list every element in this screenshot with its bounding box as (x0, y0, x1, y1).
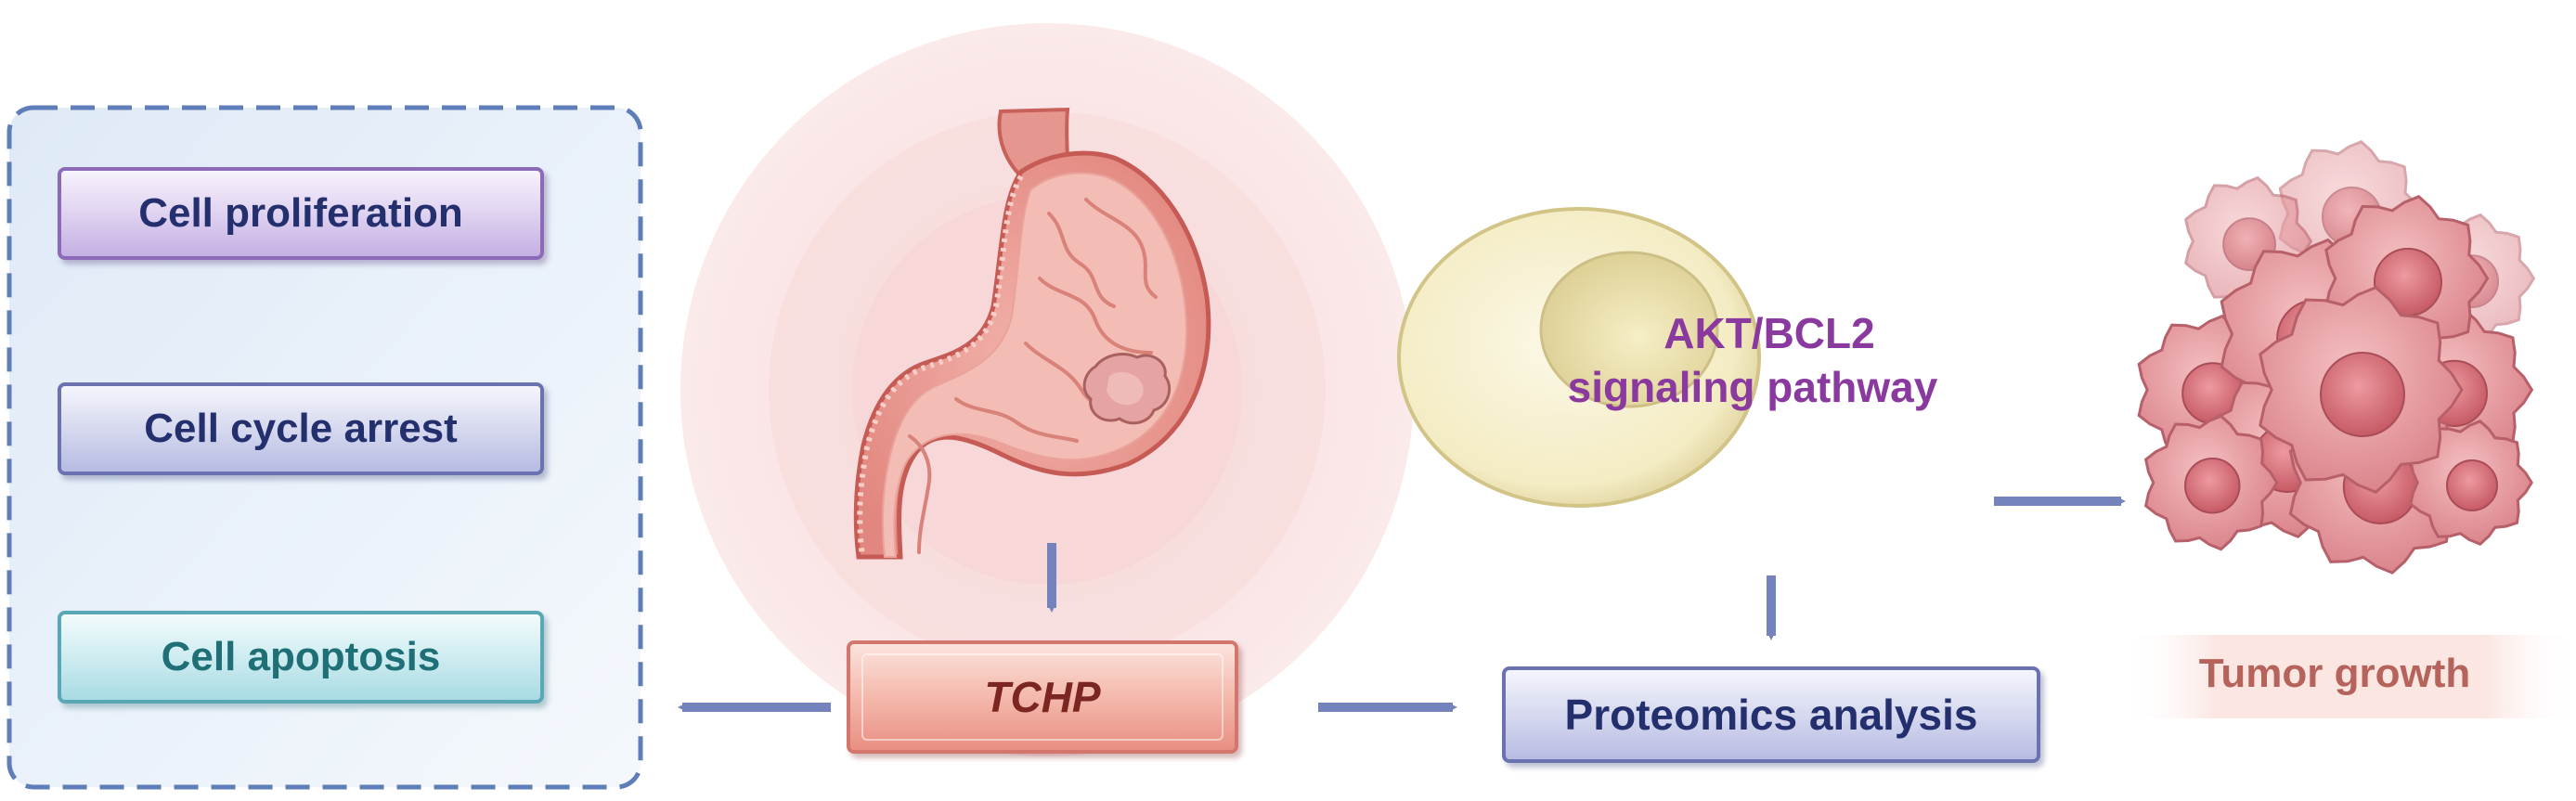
tchp-box: TCHP (847, 640, 1238, 754)
pathway-line1: AKT/BCL2 (1663, 309, 1874, 357)
tumor-growth-label: Tumor growth (2199, 651, 2470, 696)
effect-label-cell-cycle-arrest: Cell cycle arrest (144, 406, 458, 451)
tumor-cell-nucleus-11 (2320, 352, 2405, 437)
arrows (678, 497, 2126, 712)
effect-label-cell-proliferation: Cell proliferation (138, 190, 463, 236)
effect-box-cell-apoptosis: Cell apoptosis (58, 611, 544, 704)
proteomics-box: Proteomics analysis (1502, 666, 2040, 763)
tumor-cell-nucleus-9 (2184, 458, 2241, 514)
proteomics-label: Proteomics analysis (1564, 691, 1978, 739)
effect-label-cell-apoptosis: Cell apoptosis (161, 634, 441, 679)
tumor-nodule-icon (1082, 353, 1171, 425)
cell-nucleus-icon (1539, 251, 1719, 408)
tumor-cell-nucleus-10 (2446, 459, 2498, 511)
pathway-line2: signaling pathway (1568, 363, 1938, 411)
effect-box-cell-cycle-arrest: Cell cycle arrest (58, 382, 544, 475)
tchp-label: TCHP (984, 673, 1101, 721)
tumor-growth-label-bg (2126, 635, 2576, 718)
tchp-box-inner-frame (861, 653, 1223, 741)
effect-box-cell-proliferation: Cell proliferation (58, 167, 544, 260)
cell-body (1397, 207, 1761, 508)
tumor-cell-cluster-icon (2137, 140, 2536, 575)
